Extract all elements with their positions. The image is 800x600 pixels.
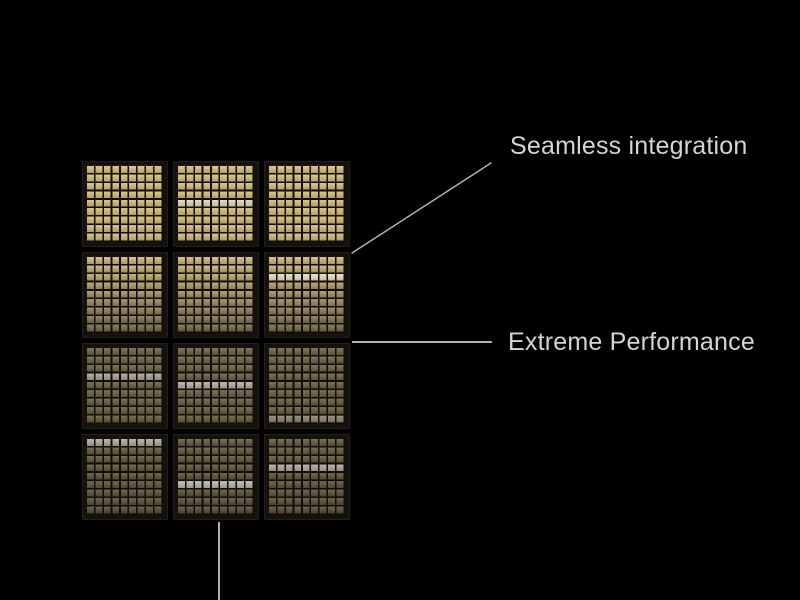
chip-tile-r1-c3	[264, 161, 350, 247]
chip-tile-r3-c3	[264, 343, 350, 429]
connector-line-extreme	[352, 341, 492, 343]
label-extreme-performance: Extreme Performance	[508, 328, 755, 356]
pad-gap-grid	[269, 166, 345, 242]
chip-tile-r2-c1	[82, 252, 168, 338]
chip-tile-r1-c2	[173, 161, 259, 247]
connector-line-seamless	[351, 162, 492, 254]
chip-tile-r2-c2	[173, 252, 259, 338]
chip-tile-r3-c1	[82, 343, 168, 429]
pad-gap-grid	[87, 439, 163, 515]
pad-gap-grid	[178, 439, 254, 515]
chip-tile-r3-c2	[173, 343, 259, 429]
chip-tile-r4-c3	[264, 434, 350, 520]
pad-gap-grid	[87, 257, 163, 333]
pad-gap-grid	[178, 348, 254, 424]
chip-tile-r4-c1	[82, 434, 168, 520]
pad-gap-grid	[87, 348, 163, 424]
connector-line-bottom	[218, 522, 220, 600]
pad-gap-grid	[87, 166, 163, 242]
pad-gap-grid	[269, 348, 345, 424]
chip-tile-r1-c1	[82, 161, 168, 247]
pad-gap-grid	[269, 257, 345, 333]
chip	[82, 161, 350, 520]
pad-gap-grid	[178, 166, 254, 242]
chip-tile-r2-c3	[264, 252, 350, 338]
pad-gap-grid	[269, 439, 345, 515]
label-seamless-integration: Seamless integration	[510, 132, 748, 160]
pad-gap-grid	[178, 257, 254, 333]
chip-tile-r4-c2	[173, 434, 259, 520]
